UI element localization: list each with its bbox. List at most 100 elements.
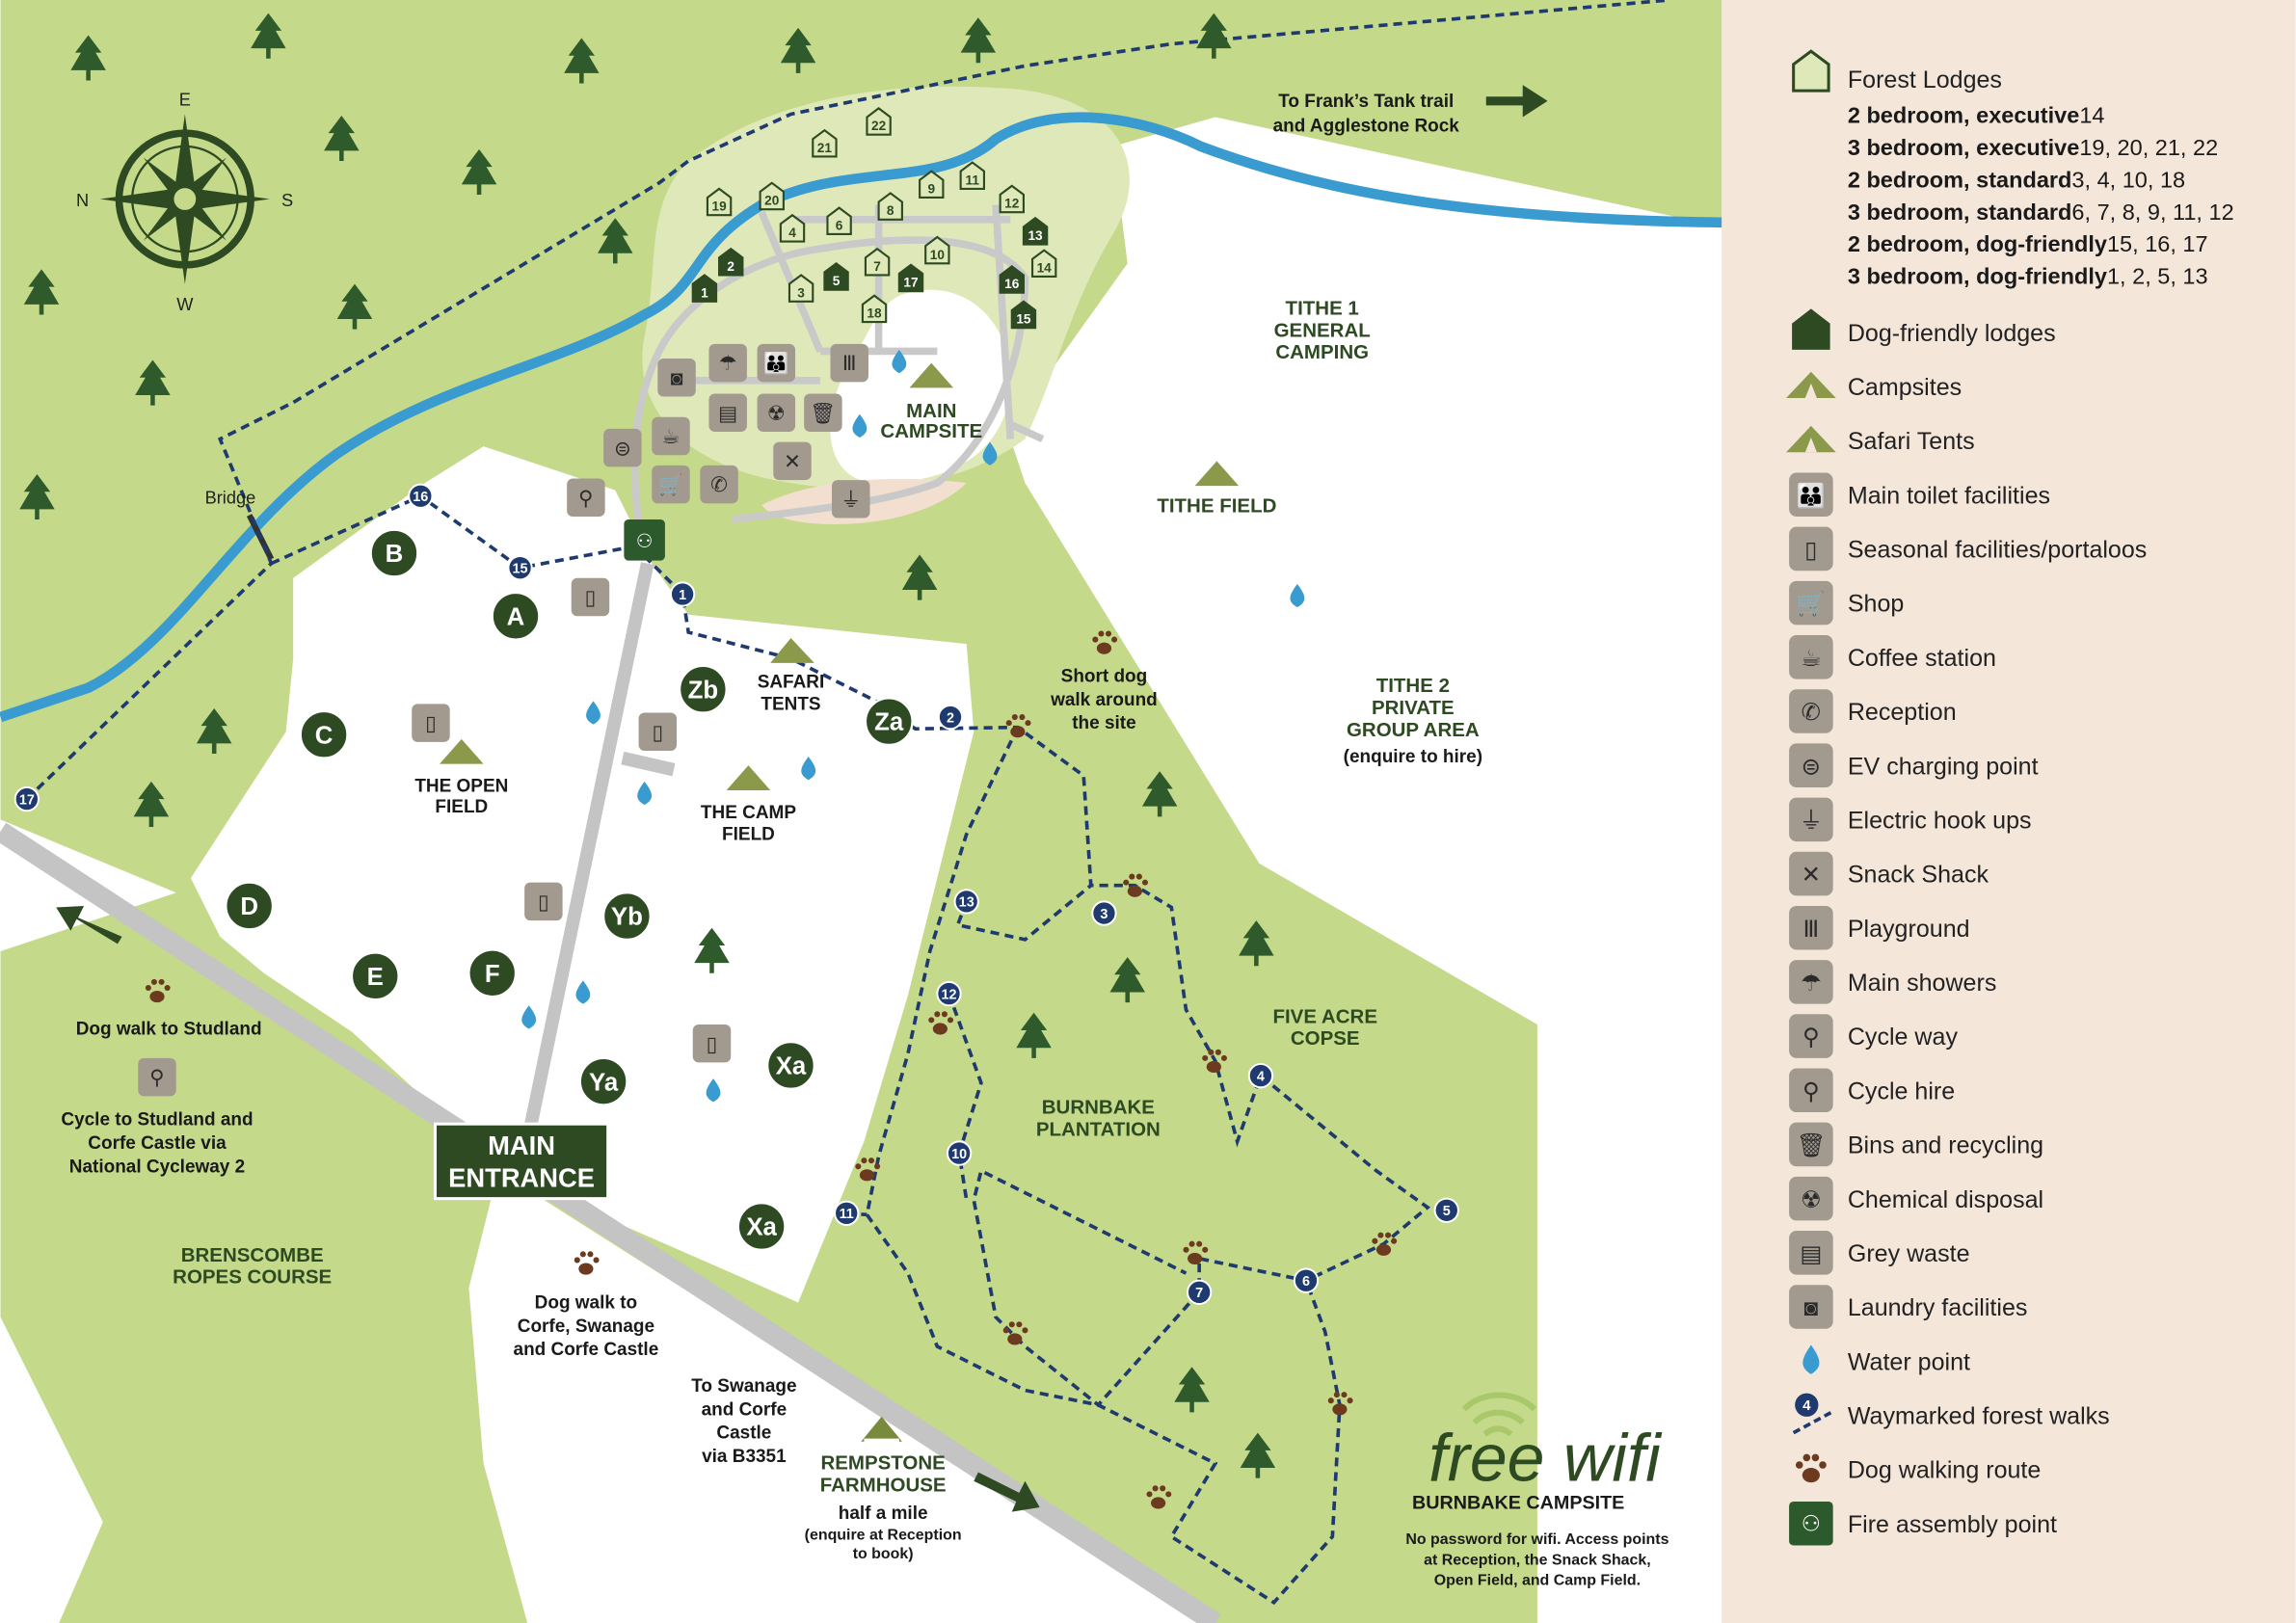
waymark-marker: 16 (408, 483, 434, 509)
wifi-campsite-name: BURNBAKE CAMPSITE (1412, 1493, 1624, 1514)
svg-text:▯: ▯ (652, 721, 663, 744)
label-burnbake-plantation: BURNBAKE (1042, 1097, 1155, 1119)
lodge-marker: 2 (718, 247, 744, 277)
waymark-number: 5 (1443, 1204, 1451, 1219)
svg-text:✕: ✕ (1802, 863, 1821, 889)
pitch-marker: Yb (601, 891, 652, 942)
legend-label: Bins and recycling (1848, 1132, 2043, 1159)
tree-icon (1016, 1012, 1052, 1058)
tree-icon (19, 473, 55, 520)
svg-text:☂: ☂ (719, 352, 737, 375)
svg-text:▯: ▯ (538, 891, 549, 914)
lodge-marker: 18 (861, 294, 888, 324)
lodge-marker: 4 (779, 213, 806, 243)
lodge-number: 3 (797, 285, 805, 300)
tree-icon (960, 17, 997, 64)
compass-s: S (281, 191, 293, 210)
main-entrance-label: MAIN (488, 1131, 555, 1160)
svg-text:👪: 👪 (1797, 481, 1826, 509)
legend-item: ⏚Electric hook ups (1789, 797, 2032, 842)
svg-text:⚇: ⚇ (636, 531, 654, 552)
lodge-number: 9 (927, 181, 935, 196)
label-franks-tank: To Frank’s Tank trail (1278, 92, 1454, 112)
legend-label: Safari Tents (1848, 428, 1975, 455)
waymark-marker: 11 (834, 1200, 860, 1226)
campsite-icon (1786, 371, 1836, 399)
paw-print-icon (1092, 630, 1118, 654)
lodge-type-numbers: 15, 16, 17 (2107, 231, 2208, 256)
lodge-marker: 14 (1030, 249, 1057, 279)
pitch-marker: Xa (736, 1202, 787, 1251)
dog-walk-markers (145, 630, 1398, 1509)
waymark-number: 13 (959, 895, 974, 911)
label-to-swanage: Castle (716, 1423, 771, 1444)
lodge-number: 8 (887, 203, 894, 218)
laundry-icon: ◙ (1789, 1285, 1833, 1329)
arrow-to-swanage (974, 1472, 1040, 1512)
portaloo-icon: ▯ (1789, 526, 1833, 572)
waymark-icon: 4 (1792, 1393, 1832, 1435)
lodge-marker: 6 (826, 206, 852, 236)
legend-item: ▯Seasonal facilities/portaloos (1789, 526, 2147, 572)
map-labels: To Frank’s Tank trail and Agglestone Roc… (61, 92, 1482, 1562)
paw-print-icon (1146, 1485, 1172, 1509)
svg-text:▤: ▤ (1800, 1241, 1822, 1267)
paw-print-icon (145, 978, 171, 1003)
facility-icons: ◙ ☂ 👪 Ⅲ ▤ ☢ 🗑 ☕ ⊜ 🛒 ✆ ✕ ⏚ ⚲ ⚇ ▯ ▯ ▯ ▯ ▯ … (138, 343, 870, 1097)
paw-print-icon (1202, 1049, 1227, 1074)
label-cycle-studland: National Cycleway 2 (69, 1157, 245, 1177)
legend-item: Water point (1802, 1344, 1970, 1375)
phone-icon: ✆ (700, 465, 738, 504)
water-drop-icon (1802, 1344, 1820, 1374)
svg-text:Ⅲ: Ⅲ (842, 352, 857, 375)
lodge-number: 5 (833, 274, 841, 288)
fire-assembly-icon: ⚇ (624, 519, 665, 561)
water-points (521, 349, 1305, 1103)
lodge-marker: 9 (919, 170, 945, 200)
label-dog-walk-corfe: Corfe, Swanage (518, 1317, 654, 1337)
pitch-label: Zb (688, 677, 719, 704)
compass-n: N (76, 191, 89, 210)
lodge-type-name: 3 bedroom, standard (1848, 200, 2072, 225)
lodge-type-numbers: 3, 4, 10, 18 (2071, 167, 2185, 192)
svg-text:◙: ◙ (671, 366, 683, 389)
playground-icon: Ⅲ (1789, 905, 1833, 950)
legend-item: Campsites (1786, 371, 1962, 401)
tree-icon (901, 554, 938, 600)
tree-icon (1174, 1367, 1210, 1413)
lodge-number: 22 (871, 119, 887, 133)
portaloo-icon: ▯ (412, 704, 450, 742)
label-open-field: THE OPEN (414, 777, 508, 797)
paw-print-icon (1183, 1240, 1209, 1264)
label-agglestone: and Agglestone Rock (1273, 117, 1460, 137)
tree-icon (23, 269, 60, 315)
label-open-field: FIELD (435, 797, 488, 817)
entrance-road (521, 562, 676, 1143)
lodge-marker: 19 (706, 187, 733, 217)
cycle-way-icon: ⚲ (1789, 1014, 1833, 1058)
legend-label: Main showers (1848, 970, 1997, 997)
label-tithe2-enquire: (enquire to hire) (1344, 747, 1482, 767)
legend-lodge-type: 3 bedroom, executive19, 20, 21, 22 (1848, 135, 2218, 160)
label-tithe1: TITHE 1 (1286, 297, 1359, 319)
label-rempstone: FARMHOUSE (820, 1474, 947, 1496)
water-drop-icon (982, 441, 998, 466)
pitch-label: F (485, 961, 500, 988)
lodge-number: 4 (788, 226, 796, 240)
label-five-acre: COPSE (1291, 1027, 1360, 1050)
lodge-number: 21 (817, 141, 833, 155)
shop-cart-icon: 🛒 (652, 465, 690, 504)
tree-icon (251, 13, 286, 59)
svg-text:✆: ✆ (1802, 700, 1821, 726)
svg-text:👪: 👪 (763, 351, 788, 375)
label-tithe-field: TITHE FIELD (1157, 494, 1276, 517)
pitch-marker: Xa (766, 1041, 815, 1090)
portaloo-icon: ▯ (524, 882, 563, 921)
tree-icon (780, 27, 816, 73)
svg-text:▯: ▯ (425, 712, 437, 735)
campsite-icons (440, 362, 1240, 1442)
wifi-script-logo: free wifi (1428, 1421, 1663, 1496)
